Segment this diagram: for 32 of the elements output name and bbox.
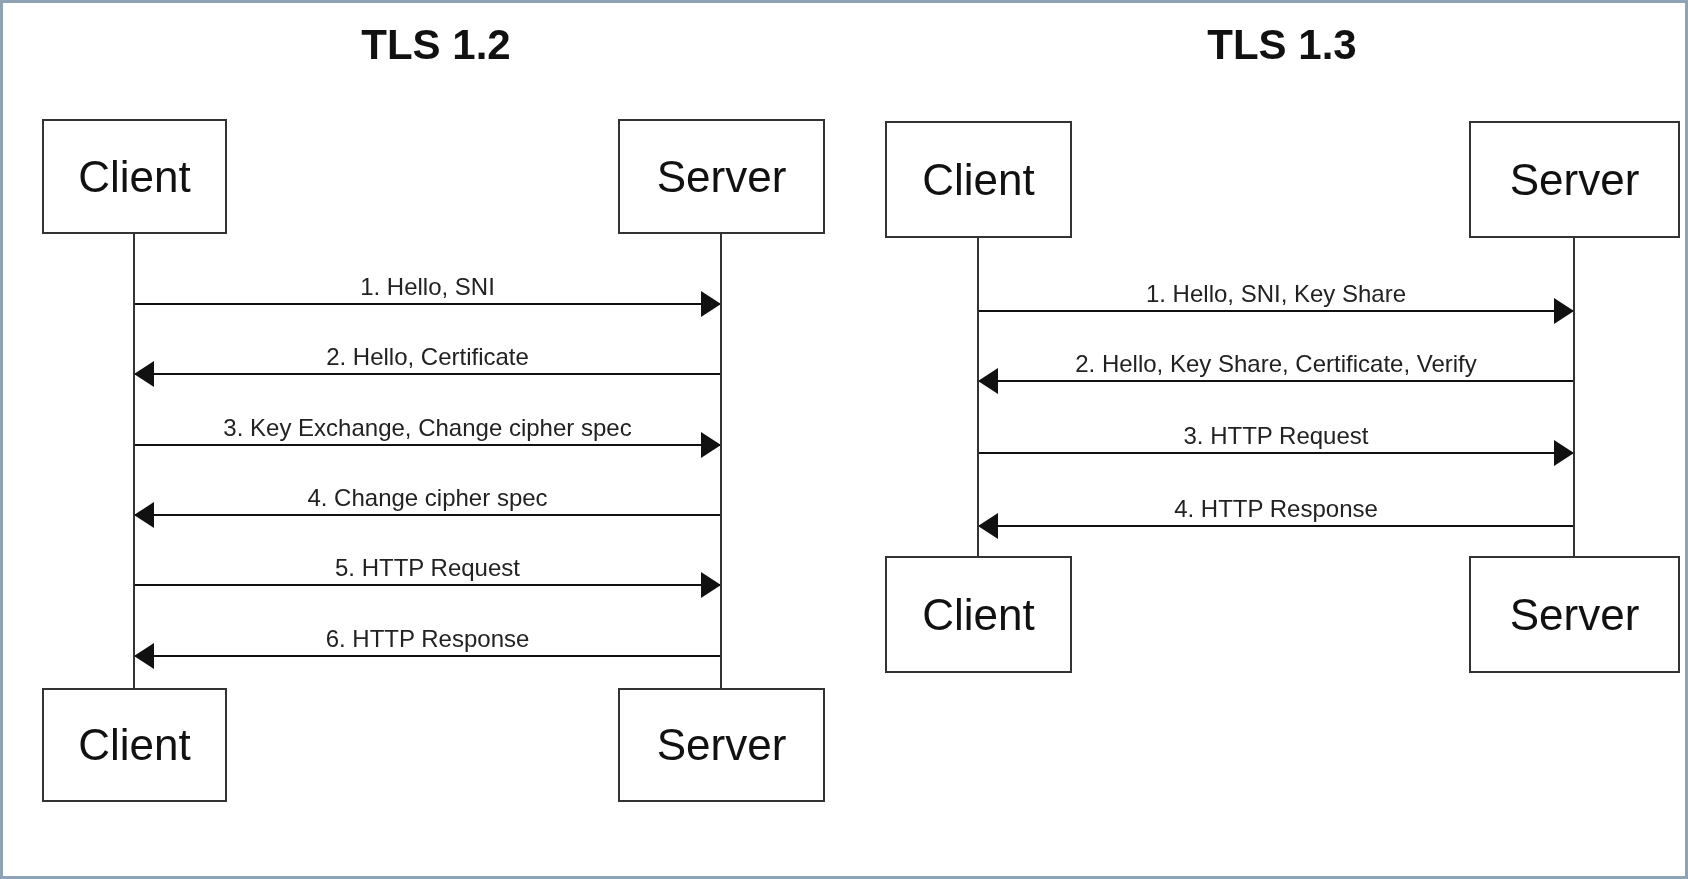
actor-name: Client	[922, 154, 1035, 205]
actor-name: Client	[922, 589, 1035, 640]
message-arrow	[977, 513, 1575, 539]
actor-name: Server	[656, 151, 787, 202]
message-arrow	[977, 440, 1575, 466]
actor-box	[885, 556, 1072, 673]
message-arrow	[133, 643, 722, 669]
lifeline	[720, 234, 722, 688]
message-arrow	[133, 502, 722, 528]
section-heading: TLS 1.3	[1207, 21, 1357, 69]
lifeline	[977, 238, 979, 556]
message-arrow	[977, 368, 1575, 394]
message-arrow	[133, 361, 722, 387]
actor-box	[42, 688, 227, 802]
message-arrow	[133, 291, 722, 317]
actor-box	[1469, 556, 1680, 673]
actor-box	[618, 688, 825, 802]
actor-name: Server	[1509, 589, 1640, 640]
actor-name: Client	[78, 720, 191, 770]
actor-name: Client	[78, 151, 191, 202]
message-arrow	[977, 298, 1575, 324]
actor-name: Server	[656, 720, 787, 770]
lifeline	[133, 234, 135, 688]
section-heading: TLS 1.2	[361, 21, 511, 69]
actor-name: Server	[1509, 154, 1640, 205]
actor-box	[885, 121, 1072, 238]
message-arrow	[133, 572, 722, 598]
actor-box	[1469, 121, 1680, 238]
message-arrow	[133, 432, 722, 458]
actor-box	[618, 119, 825, 234]
actor-box	[42, 119, 227, 234]
lifeline	[1573, 238, 1575, 556]
